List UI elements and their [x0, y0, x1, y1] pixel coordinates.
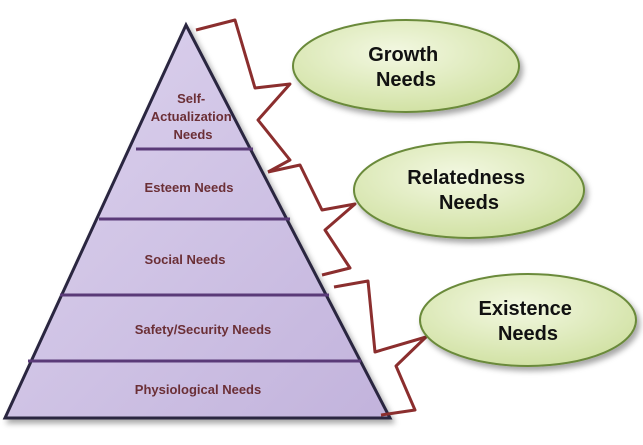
- bracket-growth: [195, 18, 292, 174]
- oval-existence-line1: Existence: [479, 298, 572, 320]
- oval-relatedness-line2: Needs: [439, 192, 499, 214]
- level-physiological: Physiological Needs: [135, 382, 261, 397]
- pyramid: Self- Actualization Needs Esteem Needs S…: [2, 21, 393, 420]
- svg-text:Relatedness Needs: Relatedness Needs: [407, 167, 530, 214]
- svg-text:Existence Needs: Existence Needs: [479, 298, 578, 345]
- level-self-actualization: Self- Actualization Needs: [151, 91, 236, 142]
- bracket-relatedness: [267, 163, 357, 277]
- level-esteem: Esteem Needs: [145, 180, 234, 195]
- oval-relatedness-line1: Relatedness: [407, 167, 525, 189]
- pyramid-shape: [2, 21, 393, 420]
- oval-growth-line2: Needs: [376, 69, 436, 91]
- oval-existence-line2: Needs: [498, 323, 558, 345]
- oval-existence: Existence Needs: [419, 273, 637, 367]
- brackets: [195, 18, 428, 417]
- bracket-existence: [333, 279, 428, 417]
- oval-relatedness: Relatedness Needs: [353, 141, 585, 239]
- level-social: Social Needs: [145, 252, 226, 267]
- level-safety-security: Safety/Security Needs: [135, 322, 272, 337]
- oval-growth-line1: Growth: [368, 44, 438, 66]
- svg-text:Growth Needs: Growth Needs: [368, 44, 444, 91]
- oval-growth: Growth Needs: [292, 19, 520, 113]
